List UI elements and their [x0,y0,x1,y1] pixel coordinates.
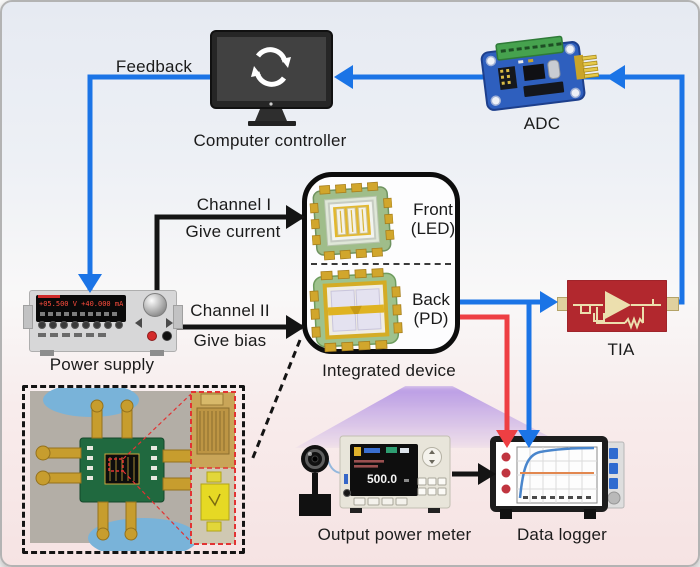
channel1-label: Channel I [196,195,272,214]
power-supply-display: +05.500 V +40.000 mA [36,295,126,322]
button-row[interactable] [38,321,123,329]
power-supply: +05.500 V +40.000 mA [23,290,183,356]
tia-label: TIA [607,340,635,359]
display-indicator [38,295,60,298]
channel1-sublabel: Give current [185,222,281,241]
mounting-holes [485,44,581,106]
rack-ear-left [23,305,33,329]
front-back-divider [311,263,451,265]
display-secondary-row [40,312,120,316]
red-arrowheads [496,430,518,448]
zoom-target-rect [108,458,124,472]
pin-header [573,54,586,80]
tia-module [567,280,667,332]
device-photo-callout [22,385,245,554]
button-row-lower[interactable] [38,333,106,337]
red-wires [452,314,510,444]
integrated-device-box [302,172,460,354]
front-sublabel: (LED) [410,219,456,238]
side-buttons[interactable] [609,448,618,489]
power-supply-label: Power supply [49,355,155,374]
channel2-sublabel: Give bias [193,331,267,350]
right-arrow-button[interactable] [166,318,173,328]
logged-curve [518,446,595,499]
soft-keys[interactable] [353,497,408,506]
back-pd-chip [309,268,403,353]
front-label: Front [413,200,453,219]
glove-bottom [88,518,198,551]
black-arrowheads [286,205,496,485]
computer-controller-label: Computer controller [193,131,347,150]
output-power-meter-label: Output power meter [317,525,472,544]
photo-callout-dashed-line [250,339,302,461]
data-logger-label: Data logger [516,525,608,544]
logger-screen [516,446,598,504]
front-led-label: Front (LED) [402,200,464,238]
integrated-device-label: Integrated device [322,361,456,380]
meter-reading: 500.0 [367,472,397,486]
device-photo [30,388,236,551]
foot [150,350,164,356]
input-jacks[interactable] [501,452,511,494]
blue-arrowheads [78,65,625,448]
back-sublabel: (PD) [413,309,449,328]
display-readout: +05.500 V +40.000 mA [39,300,124,308]
computer-controller-icon [210,30,333,126]
rack-ear-right [173,305,183,329]
monitor-stand [255,109,287,121]
red-terminal[interactable] [147,331,157,341]
back-pd-label: Back (PD) [400,290,462,328]
keypad[interactable] [417,477,447,496]
feedback-label: Feedback [115,57,193,76]
adc-board [478,29,605,121]
left-arrow-button[interactable] [135,318,142,328]
black-terminal[interactable] [162,331,172,341]
power-button[interactable] [343,489,351,497]
micrograph-strip [190,391,236,545]
nav-dial[interactable] [422,447,442,467]
foot [40,350,54,356]
back-label: Back [412,290,450,309]
front-led-chip [309,181,395,261]
output-power-meter: 500.0 [339,435,451,513]
amplifier-schematic [573,299,661,330]
power-sensor-head [299,445,331,516]
glove-top [43,388,139,417]
adc-label: ADC [523,114,561,133]
meter-display [350,444,418,496]
data-logger [490,436,625,519]
adjust-knob[interactable] [143,293,167,317]
channel2-label: Channel II [190,301,270,320]
